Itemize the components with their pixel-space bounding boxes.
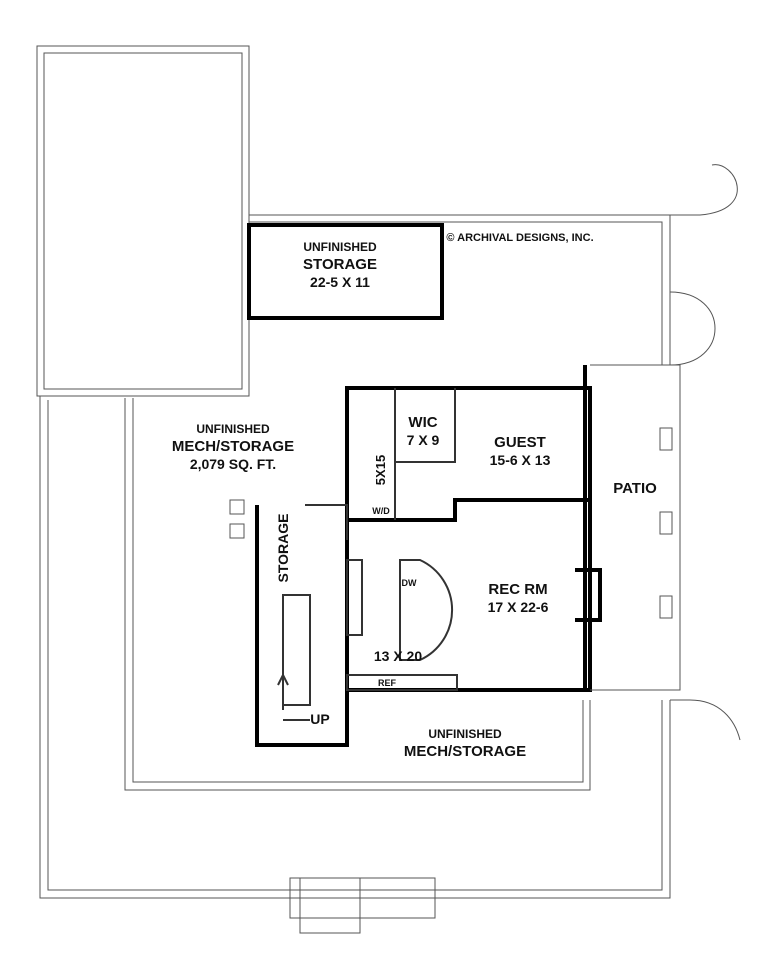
mech-bottom-label-1: UNFINISHED (428, 727, 502, 741)
mech-storage-label-3: 2,079 SQ. FT. (190, 456, 276, 472)
guest-label-2: 15-6 X 13 (490, 452, 551, 468)
ref-label: REF (378, 678, 397, 688)
mech-storage-label-2: MECH/STORAGE (172, 438, 294, 455)
storage-top-label-3: 22-5 X 11 (310, 274, 370, 290)
wic-label-1: WIC (408, 414, 437, 431)
guest-label-1: GUEST (494, 434, 546, 451)
wd-label: W/D (372, 506, 390, 516)
storage-top-label-2: STORAGE (303, 256, 377, 273)
outer-walls (36, 45, 741, 934)
mech-storage-label-1: UNFINISHED (196, 422, 270, 436)
stair-up-label: UP (310, 711, 329, 727)
interior-walls (229, 364, 681, 747)
stair-storage-label: STORAGE (275, 514, 291, 583)
rec-rm-label-1: REC RM (488, 581, 547, 598)
patio-label: PATIO (613, 480, 657, 497)
storage-top-label-1: UNFINISHED (303, 240, 377, 254)
storage-top-walls (247, 223, 444, 320)
dw-label: DW (402, 578, 417, 588)
kitchen-label: 13 X 20 (374, 648, 422, 664)
bath-label: 5X15 (373, 455, 388, 485)
wic-label-2: 7 X 9 (407, 432, 440, 448)
copyright: © ARCHIVAL DESIGNS, INC. (446, 232, 593, 244)
rec-rm-label-2: 17 X 22-6 (488, 599, 549, 615)
mech-bottom-label-2: MECH/STORAGE (404, 743, 526, 760)
